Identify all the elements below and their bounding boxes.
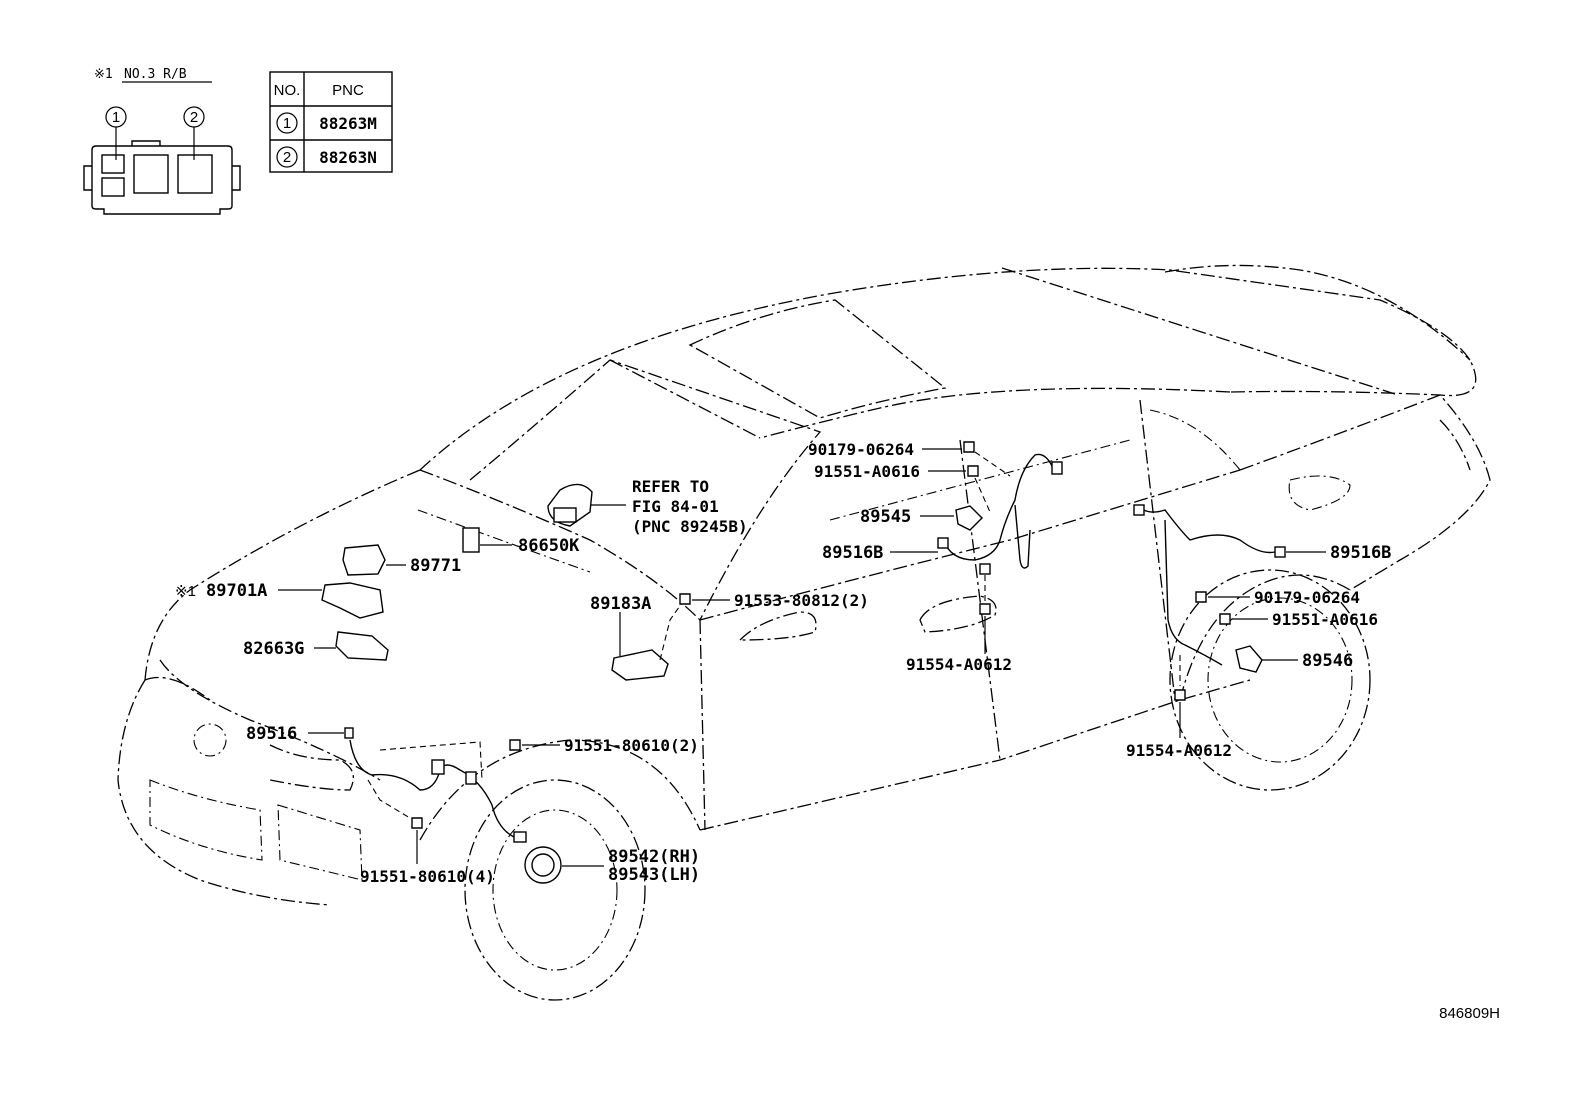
pnc-row-2-pnc: 88263N (319, 148, 377, 167)
part-89771: 89771 (342, 544, 461, 576)
part-86650K: 86650K (462, 527, 580, 556)
label-82663G: 82663G (243, 639, 304, 659)
pnc-header-pnc: PNC (332, 82, 364, 99)
callout-2-label: 2 (190, 109, 198, 126)
label-91554-a: 91554-A0612 (906, 655, 1012, 674)
refer-line-1: REFER TO (632, 477, 709, 496)
label-89545: 89545 (860, 507, 911, 527)
label-89542: 89542(RH) (608, 847, 700, 867)
part-89542-89543: 89542(RH) 89543(LH) (524, 846, 700, 885)
label-89543: 89543(LH) (608, 865, 700, 885)
pnc-table-border (269, 71, 393, 173)
relay-block-icon (83, 140, 241, 215)
relay-block-legend: ※1 NO.3 R/B 1 2 (83, 67, 241, 215)
relay-slot-mid (133, 154, 169, 194)
legend-note-text: NO.3 R/B (124, 67, 187, 82)
part-89546-group: 89516B 90179-06264 91551-A0616 89546 915… (1126, 504, 1391, 760)
label-91553: 91553-80812(2) (734, 591, 869, 610)
label-89546: 89546 (1302, 651, 1353, 671)
label-89771: 89771 (410, 556, 461, 576)
part-89183A: 89183A 91553-80812(2) (590, 591, 869, 681)
part-89701A: ※1 89701A (175, 581, 384, 619)
refer-line-2: FIG 84-01 (632, 497, 719, 516)
callout-1-label: 1 (112, 109, 120, 126)
pnc-row-1-pnc: 88263M (319, 114, 377, 133)
part-89516-front: 89516 91551-80610(2) 91551-80610(4) (246, 724, 699, 886)
label-86650K: 86650K (518, 536, 580, 556)
relay-slot-1b (101, 177, 125, 197)
label-89516: 89516 (246, 724, 297, 744)
part-89545-group: 90179-06264 91551-A0616 89545 89516B 915… (808, 440, 1063, 674)
label-90179-a: 90179-06264 (808, 440, 914, 459)
car-outline (117, 264, 1491, 1001)
label-89516B-a: 89516B (822, 543, 883, 563)
label-89516B-b: 89516B (1330, 543, 1391, 563)
legend-note-mark: ※1 (94, 67, 113, 82)
pnc-header-no: NO. (274, 82, 301, 99)
label-89701A: 89701A (206, 581, 267, 601)
label-89183A: 89183A (590, 594, 651, 614)
mark-89701A: ※1 (175, 583, 196, 600)
part-82663G: 82663G (243, 631, 389, 661)
pnc-row-2-no: 2 (283, 149, 291, 166)
refer-line-3: (PNC 89245B) (632, 517, 748, 536)
label-91554-b: 91554-A0612 (1126, 741, 1232, 760)
spiral-cable-ref: REFER TO FIG 84-01 (PNC 89245B) (547, 477, 748, 536)
pnc-table: NO. PNC 1 88263M 2 88263N (269, 71, 393, 173)
relay-slot-2 (177, 154, 213, 194)
pnc-row-1-no: 1 (283, 115, 291, 132)
label-91551-A-b: 91551-A0616 (1272, 610, 1378, 629)
label-91551-80610-2: 91551-80610(2) (564, 736, 699, 755)
label-90179-b: 90179-06264 (1254, 588, 1360, 607)
figure-code: 846809H (1439, 1005, 1500, 1022)
label-91551-80610-4: 91551-80610(4) (360, 867, 495, 886)
relay-slot-1 (101, 154, 125, 174)
label-91551-A-a: 91551-A0616 (814, 462, 920, 481)
